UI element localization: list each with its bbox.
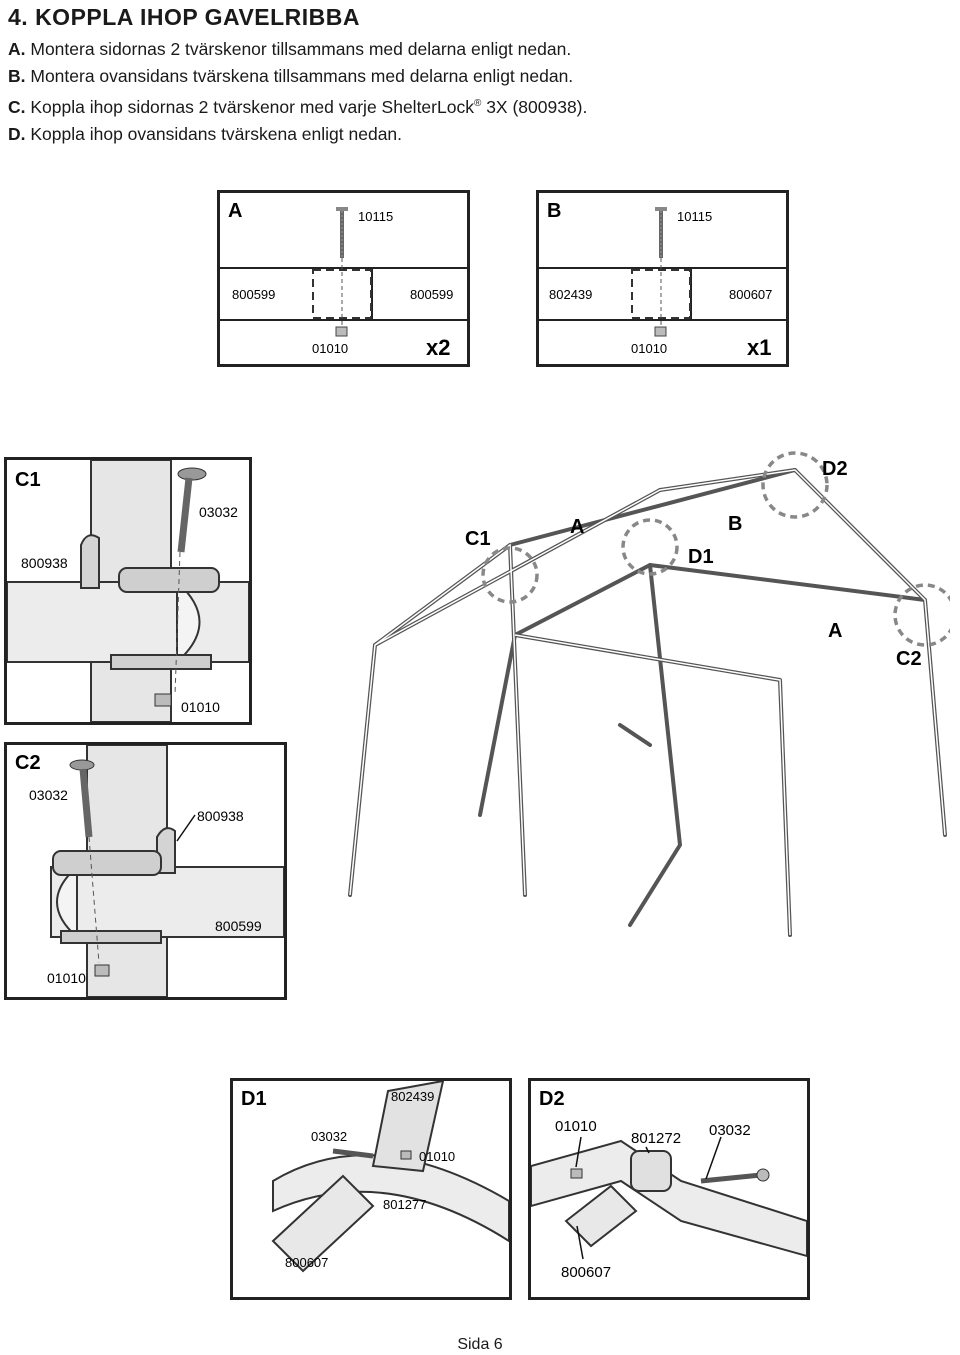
panel-c1: C1 03032 800938 01010 <box>4 457 252 725</box>
step-b: B. Montera ovansidans tvärskena tillsamm… <box>8 66 574 86</box>
frame-label-a1: A <box>570 516 584 538</box>
panel-d1-label: D1 <box>241 1088 267 1110</box>
panel-c2-tube: 800599 <box>215 918 262 934</box>
frame-label-b: B <box>728 513 742 535</box>
callout-d2-circle <box>761 451 829 519</box>
panel-a-bolt: 10115 <box>358 209 393 224</box>
panel-a-left-part: 800599 <box>232 287 275 302</box>
nut-icon <box>94 964 110 977</box>
panel-d2-label: D2 <box>539 1088 565 1110</box>
panel-b-label: B <box>547 200 561 222</box>
panel-d2-tube: 800607 <box>561 1264 611 1281</box>
nut-icon <box>400 1150 412 1160</box>
panel-d1-nut: 01010 <box>419 1149 455 1164</box>
nut-icon <box>335 326 348 337</box>
panel-c2-label: C2 <box>15 752 41 774</box>
panel-b-nut: 01010 <box>631 341 667 356</box>
panel-c1-nut: 01010 <box>181 699 220 715</box>
panel-d2-bolt: 03032 <box>709 1122 751 1139</box>
panel-d2: D2 01010 801272 03032 800607 <box>528 1078 810 1300</box>
page-number: Sida 6 <box>457 1336 503 1353</box>
panel-d2-elbow: 801272 <box>631 1130 681 1147</box>
frame-diagram: C1 A B D1 D2 A C2 <box>348 451 950 937</box>
bolt-icon <box>69 759 95 838</box>
panel-c1-clamp: 800938 <box>21 555 68 571</box>
panel-b-qty: x1 <box>747 335 771 360</box>
panel-a-nut: 01010 <box>312 341 348 356</box>
panel-c2: C2 03032 800938 800599 01010 <box>4 742 287 1000</box>
bolt-icon <box>336 207 348 258</box>
panel-c2-nut: 01010 <box>47 970 86 986</box>
step-list: A. Montera sidornas 2 tvärskenor tillsam… <box>8 36 587 148</box>
bolt-icon <box>177 467 207 553</box>
frame-label-d1: D1 <box>688 546 714 568</box>
callout-a-circle <box>621 518 679 576</box>
panel-d1-elbow: 801277 <box>383 1197 426 1212</box>
nut-icon <box>154 693 172 707</box>
panel-a-label: A <box>228 200 242 222</box>
panel-a-right-part: 800599 <box>410 287 453 302</box>
callout-c1-circle <box>481 546 539 604</box>
nut-icon <box>570 1168 583 1179</box>
panel-a-qty: x2 <box>426 335 450 360</box>
frame-label-c1: C1 <box>465 528 491 550</box>
step-a: A. Montera sidornas 2 tvärskenor tillsam… <box>8 39 572 59</box>
bolt-icon <box>655 207 667 258</box>
panel-b-right-part: 800607 <box>729 287 772 302</box>
panel-d1: D1 802439 03032 01010 801277 800607 <box>230 1078 512 1300</box>
panel-b-bolt: 10115 <box>677 209 712 224</box>
panel-c2-clamp: 800938 <box>197 808 244 824</box>
panel-d1-top: 802439 <box>391 1089 434 1104</box>
panel-d1-tube: 800607 <box>285 1255 328 1270</box>
panel-d2-nut: 01010 <box>555 1118 597 1135</box>
step-c: C. Koppla ihop sidornas 2 tvärskenor med… <box>8 96 588 117</box>
panel-c1-bolt: 03032 <box>199 504 238 520</box>
callout-c2-circle <box>893 583 950 647</box>
step-d: D. Koppla ihop ovansidans tvärskena enli… <box>8 123 403 144</box>
panel-d1-bolt: 03032 <box>311 1129 347 1144</box>
frame-label-a2: A <box>828 620 842 642</box>
panel-a: A 10115 800599 800599 01010 x2 <box>217 190 470 367</box>
section-heading: 4. KOPPLA IHOP GAVELRIBBA <box>8 4 361 30</box>
nut-icon <box>654 326 667 337</box>
frame-label-d2: D2 <box>822 458 848 480</box>
panel-c1-label: C1 <box>15 469 41 491</box>
panel-b-left-part: 802439 <box>549 287 592 302</box>
frame-label-c2: C2 <box>896 648 922 670</box>
panel-c2-bolt: 03032 <box>29 787 68 803</box>
panel-b: B 10115 802439 800607 01010 x1 <box>536 190 789 367</box>
